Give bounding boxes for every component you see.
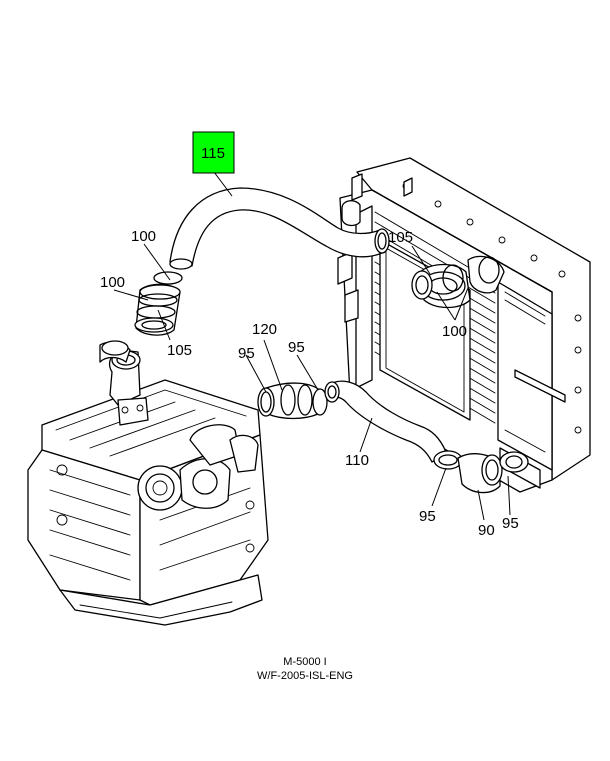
callout-95-left: 95: [238, 345, 255, 362]
callout-110: 110: [345, 452, 369, 469]
callout-105-right: 105: [388, 229, 414, 246]
callout-100-right: 100: [442, 323, 468, 340]
callout-95-lower-right: 95: [502, 515, 519, 532]
callout-120: 120: [252, 321, 278, 338]
caption-line-2: W/F-2005-ISL-ENG: [257, 670, 353, 682]
engine-block: [27, 340, 269, 626]
lower-charge-air-tube: [324, 380, 447, 463]
callout-115: 115: [201, 145, 225, 162]
upper-charge-air-tube: [169, 187, 390, 270]
callout-90: 90: [478, 522, 495, 539]
caption-line-1: M-5000 I: [283, 656, 327, 668]
callout-105-left: 105: [167, 342, 193, 359]
lower-right-hose-and-clamps: [433, 450, 529, 494]
callout-100-upper-left: 100: [131, 228, 157, 245]
upper-left-hose-and-clamps: [134, 271, 183, 336]
callout-95-lower-left: 95: [419, 508, 436, 525]
upper-right-hose-and-clamps: [411, 263, 471, 309]
part-115-highlight: [192, 131, 235, 174]
middle-hose-and-clamps: [257, 382, 328, 420]
callout-95-middle: 95: [288, 339, 305, 356]
leader-lines: [113, 171, 511, 521]
callout-100-left: 100: [100, 274, 126, 291]
